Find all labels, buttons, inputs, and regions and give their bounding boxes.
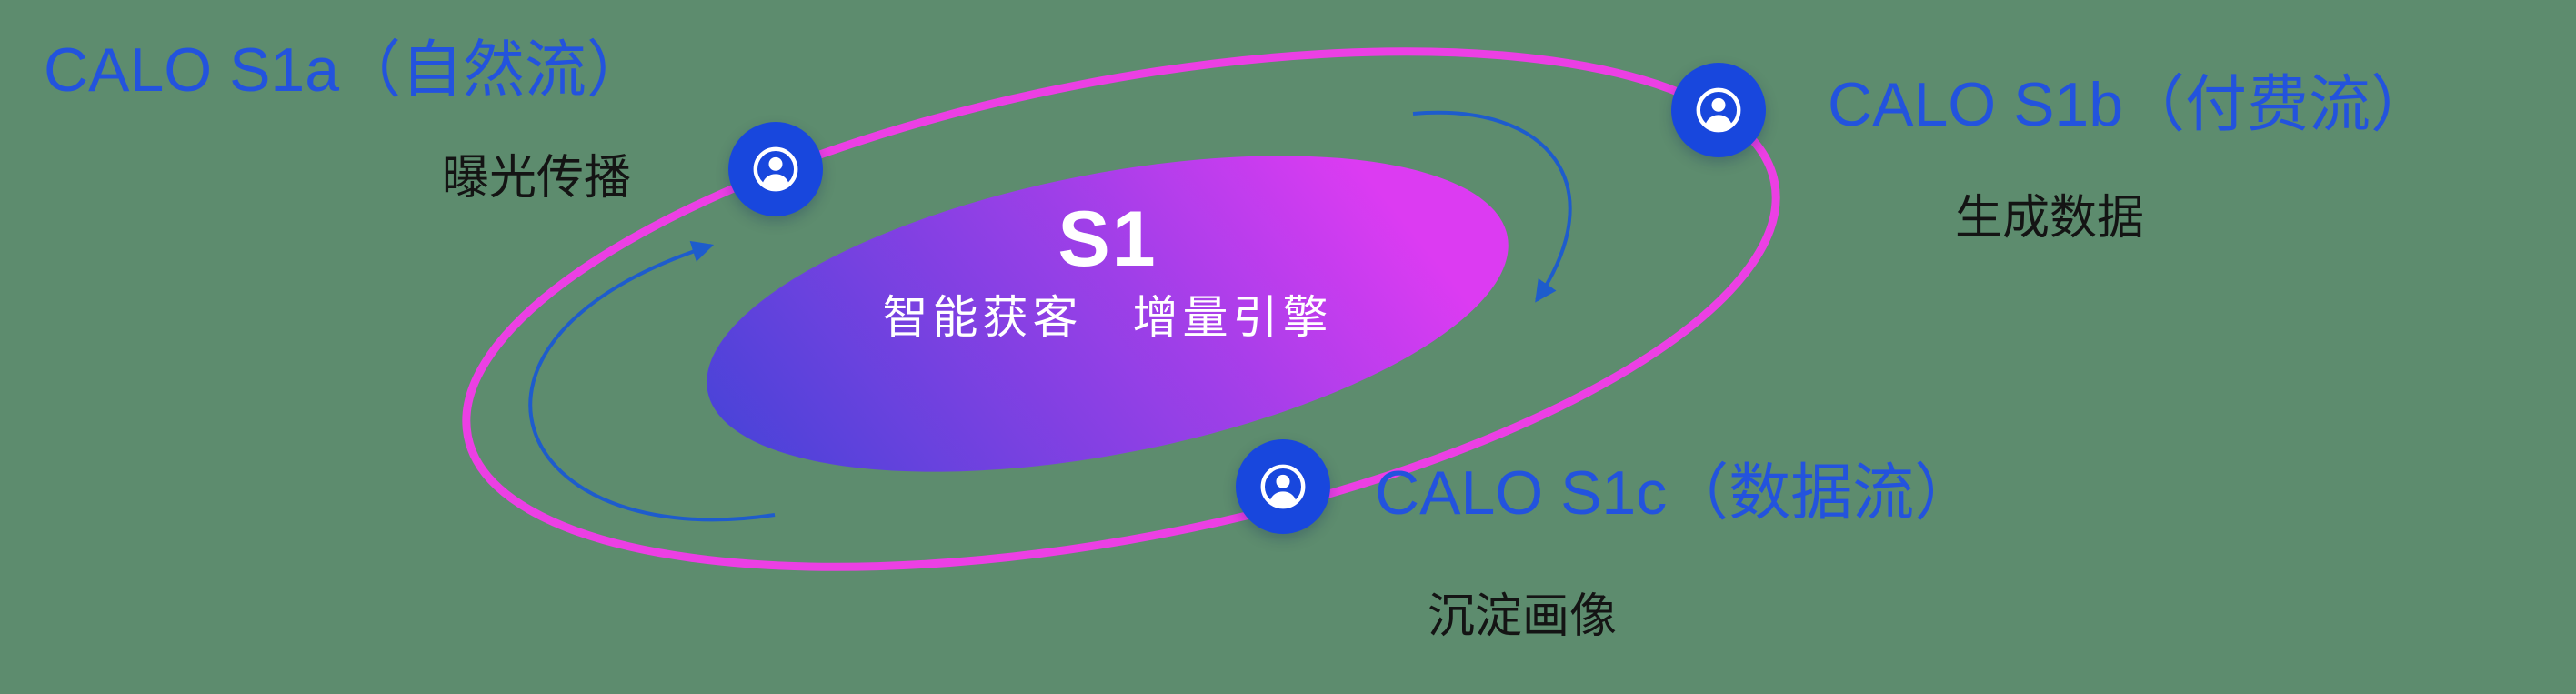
label-s1a-subtitle: 曝光传播 [442,152,632,205]
label-s1c-subtitle: 沉淀画像 [1428,590,1618,643]
user-circle-icon [747,141,804,197]
node-s1a [728,122,823,216]
core-subtitle: 智能获客 增量引擎 [882,292,1333,343]
label-s1a-title: CALO S1a（自然流） [44,35,649,105]
orbit-ring [462,47,1780,571]
label-s1b-subtitle: 生成数据 [1955,192,2145,245]
core-text-block: S1 智能获客 增量引擎 [700,200,1515,340]
core-title: S1 [1057,196,1158,283]
node-s1c [1236,439,1330,534]
node-s1b [1671,63,1766,157]
label-s1c-title: CALO S1c（数据流） [1375,458,1977,528]
user-circle-icon [1690,82,1747,138]
user-circle-icon [1255,458,1311,515]
right-flow-arrow [1412,110,1572,303]
left-flow-arrow [528,240,776,522]
label-s1b-title: CALO S1b（付费流） [1828,70,2433,139]
